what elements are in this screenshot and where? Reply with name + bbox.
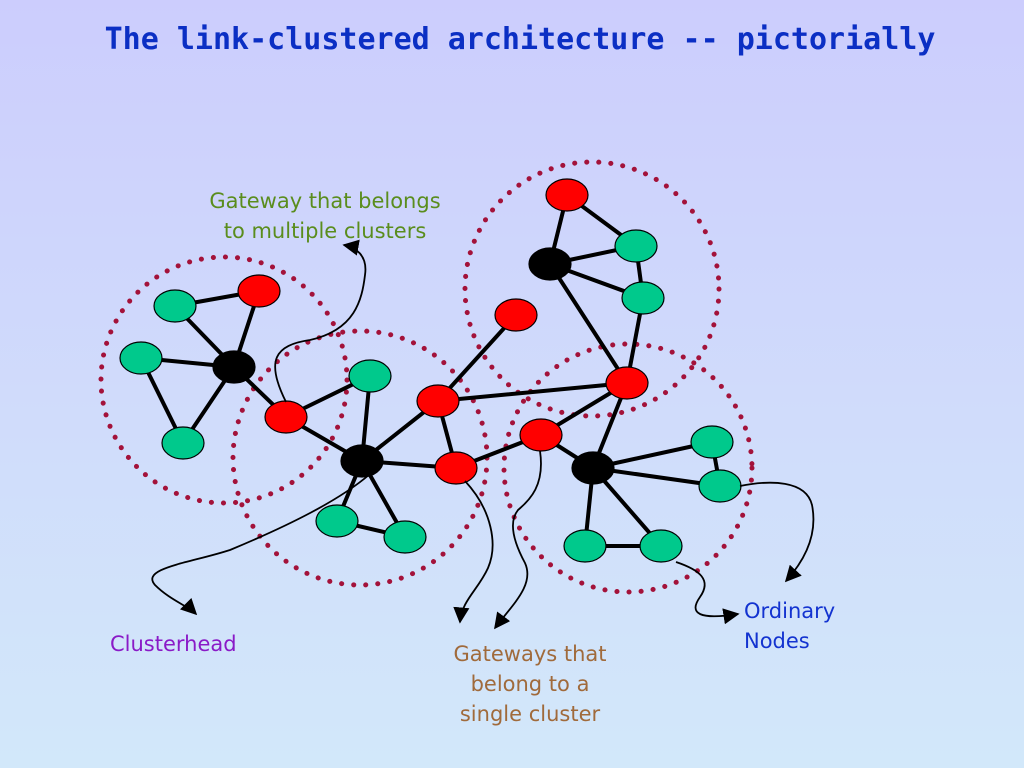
ordinary-node [153,289,197,323]
cluster-boundary-left [98,254,350,506]
clusterhead-label: Clusterhead [110,632,237,656]
gateways-single-cluster-label: Gateways that belong to a single cluster [453,642,607,726]
callout-arrow-ordinary-2 [675,561,740,625]
page-title: The link-clustered architecture -- picto… [104,22,936,57]
ordinary-node [563,529,607,563]
ordinary-node [348,359,392,393]
clusterhead-node [571,451,615,485]
ordinary-node [161,426,205,460]
gateway-node [494,298,538,332]
gateway-multiple-clusters-label: Gateway that belongs to multiple cluster… [209,189,441,243]
ordinary-node [690,425,734,459]
ordinary-node [621,281,665,315]
ordinary-node [639,529,683,563]
gateway-node [545,178,589,212]
ordinary-nodes-label: Ordinary Nodes [744,599,836,653]
clusterhead-node [528,247,572,281]
clusterhead-node [212,350,256,384]
clusterhead-node [340,444,384,478]
ordinary-node [315,504,359,538]
gateway-node [519,418,563,452]
callout-arrow-gateway-multi [274,239,367,403]
callout-arrow-gateway-single-1 [453,480,494,624]
ordinary-node [614,229,658,263]
ordinary-node [383,520,427,554]
link [548,262,629,385]
link [436,381,629,403]
gateway-node [416,384,460,418]
gateway-node [237,274,281,308]
ordinary-node [119,341,163,375]
callout-arrow-gateway-single-2 [494,450,542,630]
cluster-boundary-bottom-right [501,341,755,595]
link [436,313,518,403]
cluster-boundary-top-right [462,159,722,419]
ordinary-node [698,469,742,503]
callout-arrow-clusterhead [151,473,371,616]
gateway-node [434,451,478,485]
gateway-node [605,366,649,400]
gateway-node [264,400,308,434]
callout-arrow-ordinary-1 [739,481,815,583]
